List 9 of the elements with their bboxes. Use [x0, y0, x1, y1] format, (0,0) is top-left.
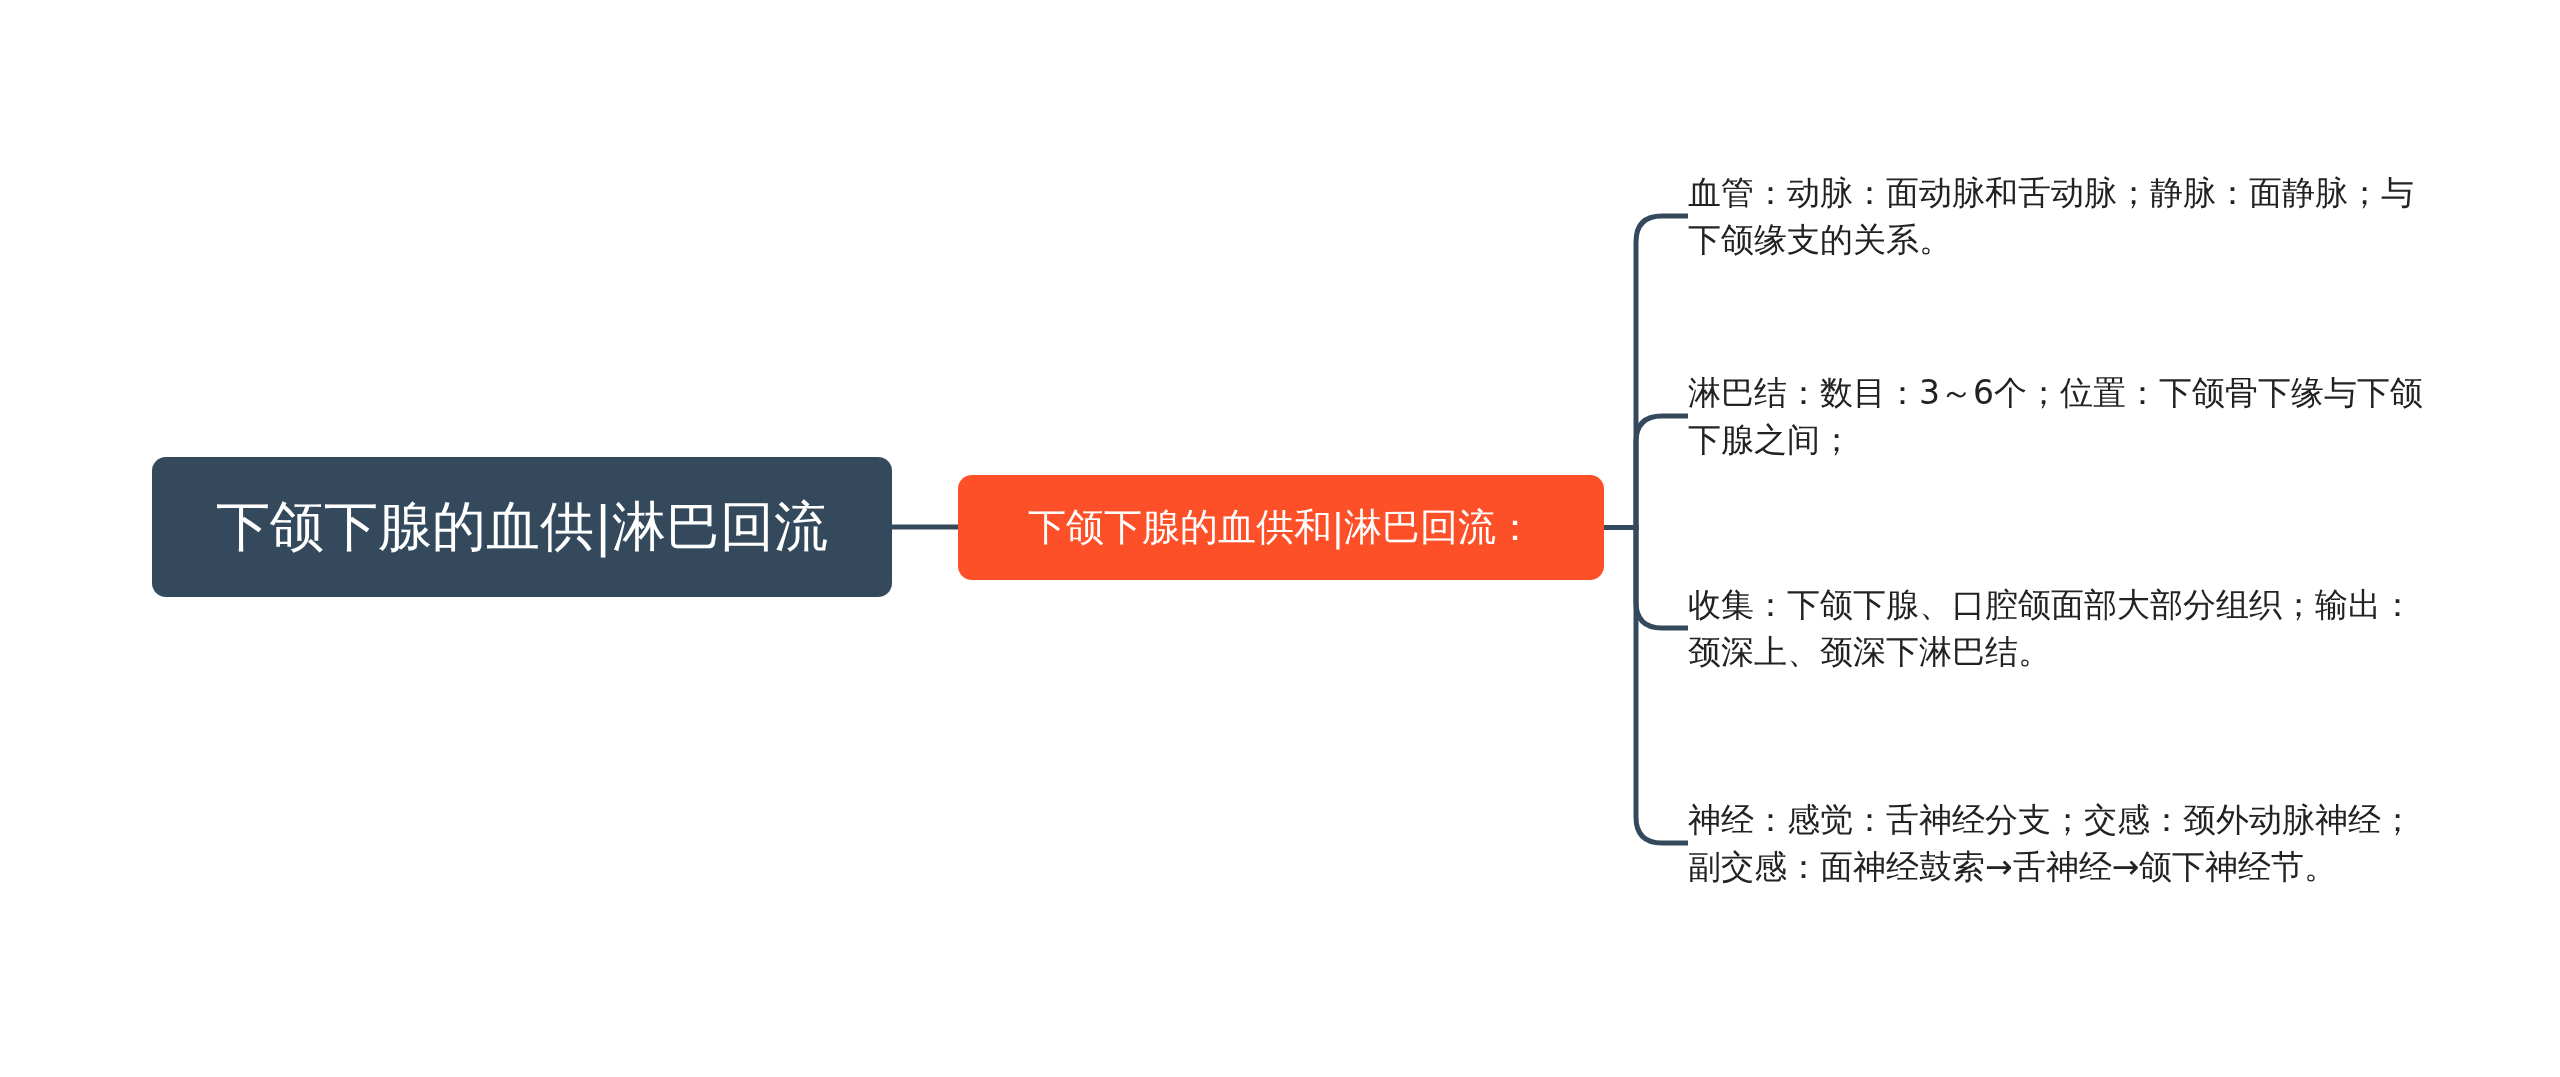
branch-text: 淋巴结：数目：3～6个；位置：下颌骨下缘与下颌下腺之间；: [1688, 369, 2428, 463]
subtopic-box: [958, 475, 1604, 580]
topic-label: 下颌下腺的血供|淋巴回流: [215, 493, 829, 560]
topic-label: 下颌下腺的血供和|淋巴回流：: [1027, 504, 1535, 552]
branch-text: 收集：下颌下腺、口腔颌面部大部分组织；输出：颈深上、颈深下淋巴结。: [1688, 581, 2428, 675]
root-topic-box: [152, 457, 892, 597]
branch-text: 血管：动脉：面动脉和舌动脉；静脉：面静脉；与下颌缘支的关系。: [1688, 169, 2428, 263]
branch-text: 神经：感觉：舌神经分支；交感：颈外动脉神经；副交感：面神经鼓索→舌神经→颌下神经节。: [1688, 796, 2428, 890]
connector-line: [892, 524, 958, 530]
